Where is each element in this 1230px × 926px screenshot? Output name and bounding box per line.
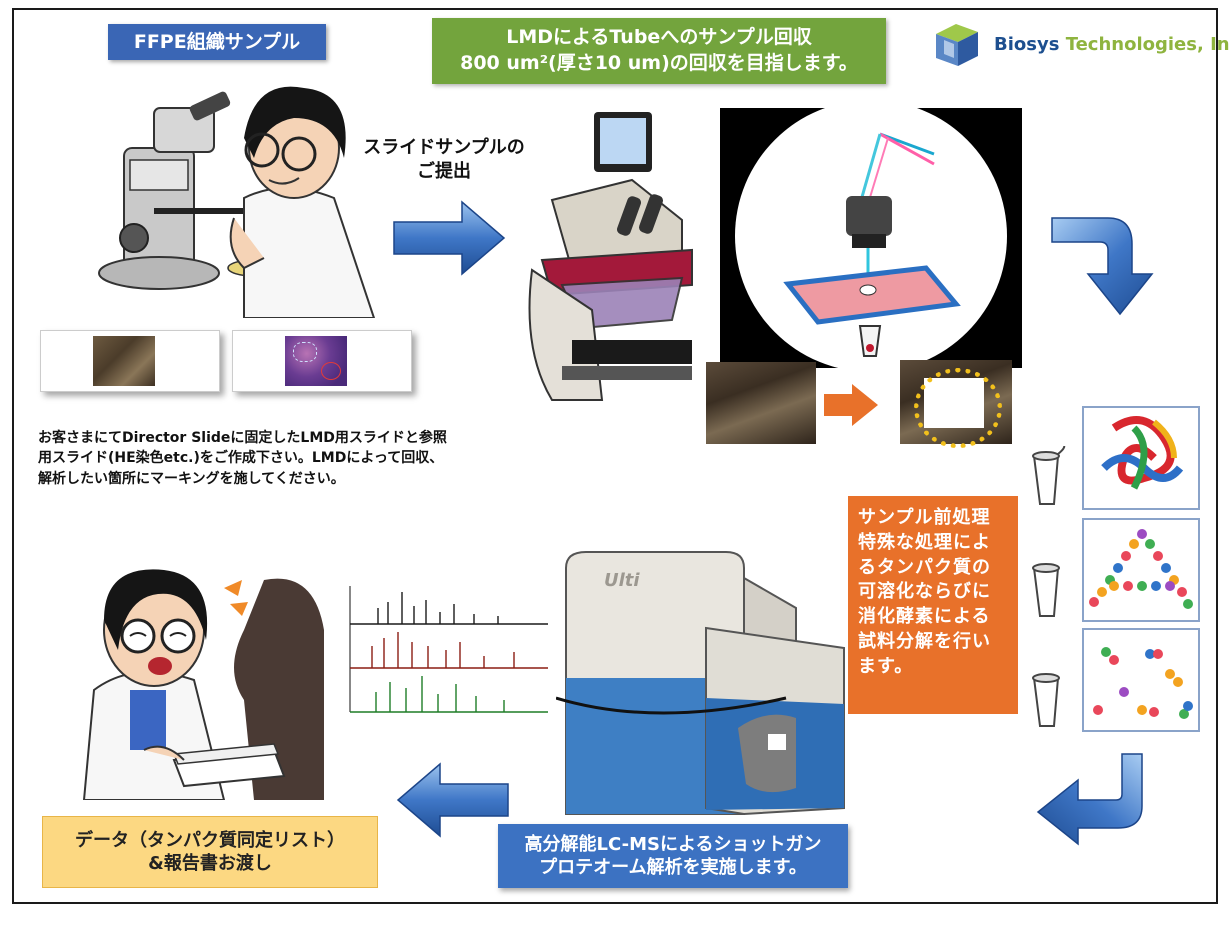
report-delivery-box: データ（タンパク質同定リスト） &報告書お渡し	[42, 816, 378, 888]
sample-pretreatment-box: サンプル前処理 特殊な処理によ るタンパク質の 可溶化ならびに 消化酵素による …	[848, 496, 1018, 714]
mass-spectra-graphic	[328, 576, 550, 724]
tube-icon	[1032, 673, 1060, 727]
lmd-slide-thumbnail	[40, 330, 220, 392]
lmd-title-line1: LMDによるTubeへのサンプル回収	[506, 26, 812, 49]
scientist-microscope-illustration	[98, 86, 376, 318]
tissue-after-image	[900, 360, 1012, 448]
tube-icon	[1032, 446, 1066, 505]
peptides-bubble	[1082, 628, 1200, 732]
diagram-frame: FFPE組織サンプル LMDによるTubeへのサンプル回収 800 um²(厚さ…	[12, 8, 1230, 904]
lcms-instrument-illustration	[556, 551, 845, 816]
logo-cube-icon	[936, 24, 978, 66]
arrow-left-icon	[396, 762, 509, 838]
arrow-turn-left-icon	[1036, 753, 1143, 846]
lmd-title-line2: 800 um²(厚さ10 um)の回収を目指します。	[460, 52, 858, 74]
lmd-instrument-illustration	[528, 112, 693, 401]
company-logo: Biosys Technologies, Inc.	[926, 20, 1230, 70]
logo-name-accent: Technologies, Inc.	[1065, 34, 1230, 55]
arrow-right-icon	[393, 200, 506, 276]
arrow-turn-down-icon	[1051, 217, 1154, 316]
instrument-brand: Ulti	[604, 570, 640, 591]
folded-protein-bubble	[1082, 406, 1200, 510]
arrow-right-orange-icon	[824, 384, 878, 426]
unfolded-protein-bubble	[1082, 518, 1200, 622]
tube-icon	[1032, 563, 1060, 617]
reference-slide-thumbnail	[232, 330, 412, 392]
ffpe-title: FFPE組織サンプル	[108, 24, 326, 60]
lcms-analysis-box: 高分解能LC-MSによるショットガン プロテオーム解析を実施します。	[498, 824, 848, 888]
laser-dissection-panel	[720, 108, 1022, 368]
logo-name: Biosys	[994, 34, 1060, 55]
lmd-title: LMDによるTubeへのサンプル回収 800 um²(厚さ10 um)の回収を目…	[432, 18, 886, 84]
customer-instruction-note: お客さまにてDirector Slideに固定したLMD用スライドと参照 用スラ…	[38, 430, 447, 487]
scientist-report-illustration	[82, 569, 324, 800]
tissue-before-image	[706, 362, 816, 444]
slide-submission-label: スライドサンプルの ご提出	[363, 137, 525, 183]
